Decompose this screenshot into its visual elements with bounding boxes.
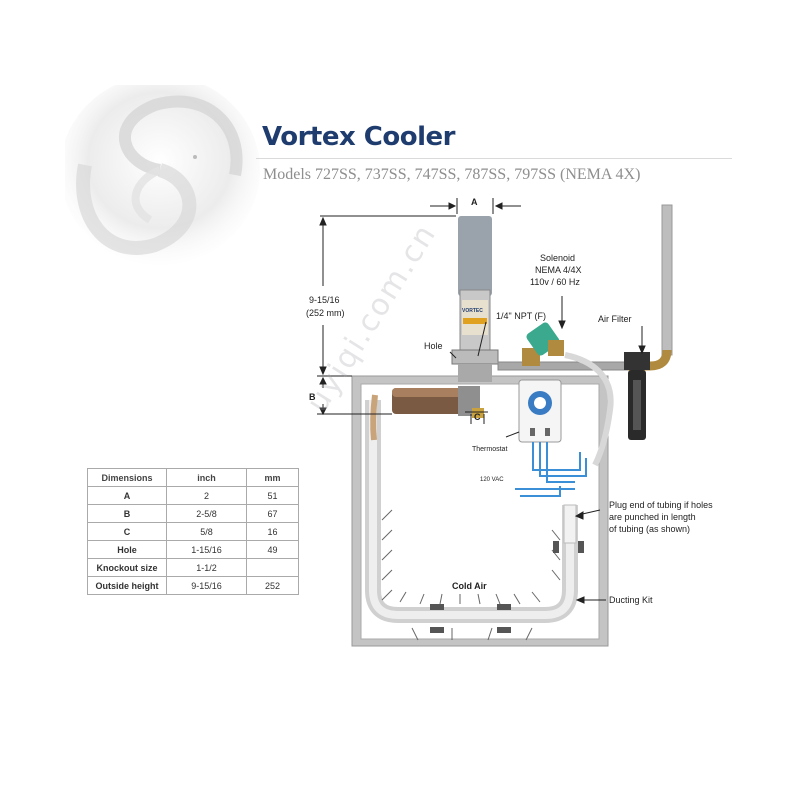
table-cell: Outside height [87,576,167,595]
ducting-tube [365,394,578,623]
title-divider [256,158,732,159]
air-filter [624,352,650,440]
table-cell: 51 [246,486,299,505]
header-inch: inch [166,468,247,487]
thermostat [518,379,562,443]
label-b: B [309,392,316,402]
plug-note-line2: are punched in length [609,512,696,522]
solenoid-label-line1: Solenoid [540,253,575,263]
diagram-labels: A 9-15/16 (252 mm) B C Solenoid NEMA 4/4… [306,197,713,605]
table-row: A 2 51 [87,486,299,505]
table-cell: 16 [246,522,299,541]
header-mm: mm [246,468,299,487]
solenoid-valve [526,322,564,356]
page-title: Vortex Cooler [262,122,455,152]
thermostat-label: Thermostat [472,446,507,453]
table-row: Hole 1-15/16 49 [87,540,299,559]
cooler-brand-text: VORTEC [462,308,483,314]
label-c: C [474,412,481,422]
table-cell: 49 [246,540,299,559]
air-filter-label: Air Filter [598,314,632,324]
vortex-cooler: VORTEC [451,216,499,382]
table-cell: 67 [246,504,299,523]
npt-label: 1/4" NPT (F) [496,311,546,321]
table-row: B 2-5/8 67 [87,504,299,523]
models-subtitle: Models 727SS, 737SS, 747SS, 787SS, 797SS… [263,166,641,183]
table-cell: B [87,504,167,523]
plug-note-line3: of tubing (as shown) [609,524,690,534]
table-cell: A [87,486,167,505]
electrical-cord [564,352,614,467]
vortex-swirl-graphic [65,85,260,265]
table-cell: 1-15/16 [166,540,247,559]
table-row: Knockout size 1-1/2 [87,558,299,577]
cold-muffler [392,386,484,418]
dimension-lines [317,198,646,604]
table-header-row: Dimensions inch mm [87,468,299,487]
table-cell: 2-5/8 [166,504,247,523]
height-label-line1: 9-15/16 [309,295,340,305]
cold-air-label: Cold Air [452,581,487,591]
header-dimensions: Dimensions [87,468,167,487]
air-line [497,204,673,371]
table-cell: Knockout size [87,558,167,577]
table-cell: 5/8 [166,522,247,541]
table-cell [246,558,299,577]
thermostat-wiring [515,442,587,497]
table-cell: 2 [166,486,247,505]
table-cell: 1-1/2 [166,558,247,577]
table-cell: 9-15/16 [166,576,247,595]
vac-label: 120 VAC [480,477,504,483]
table-row: Outside height 9-15/16 252 [87,576,299,595]
ducting-kit-label: Ducting Kit [609,595,653,605]
dimensions-table: Dimensions inch mm A 2 51 B 2-5/8 67 C 5… [87,468,299,595]
ducting-clips [430,541,584,633]
table-cell: C [87,522,167,541]
solenoid-label-line3: 110v / 60 Hz [530,277,580,287]
plug-note-line1: Plug end of tubing if holes [609,500,713,510]
table-cell: 252 [246,576,299,595]
solenoid-label-line2: NEMA 4/4X [535,265,582,275]
height-label-line2: (252 mm) [306,308,345,318]
table-cell: Hole [87,540,167,559]
hole-label: Hole [424,341,443,351]
label-a: A [471,197,478,207]
table-row: C 5/8 16 [87,522,299,541]
